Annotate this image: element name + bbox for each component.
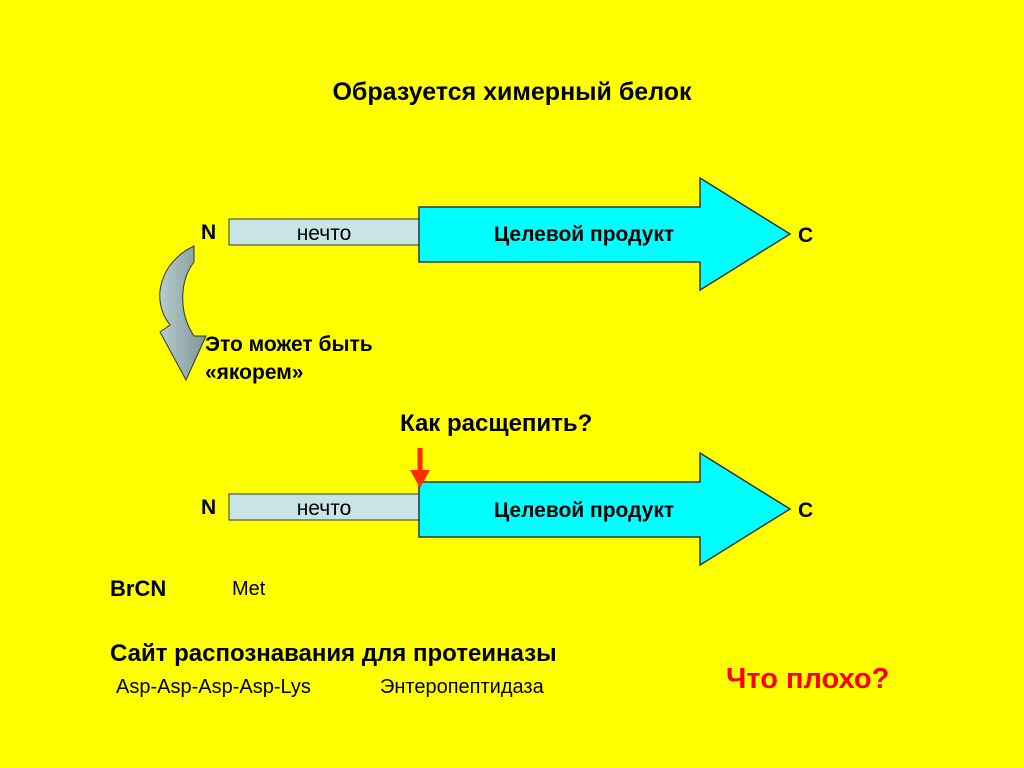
fusion-segment-2 [228,493,420,521]
curved-down-arrow-icon [159,245,207,382]
anchor-note: Это может быть «якорем» [205,333,373,384]
brcn-reagent: BrCN [110,576,167,601]
n-terminus-label-1: N [201,221,217,244]
segment-label-2: нечто [296,497,352,520]
problem-question: Что плохо? [726,663,890,695]
down-arrow-icon [410,448,430,488]
target-product-arrow-2 [418,451,792,567]
c-terminus-label-1: C [798,224,814,247]
fusion-segment-1 [228,218,420,246]
slide-title: Образуется химерный белок [332,78,692,106]
brcn-target: Met [232,578,266,600]
n-terminus-label-2: N [201,496,217,519]
protease-site-heading: Сайт распознавания для протеиназы [110,640,557,667]
target-product-label-1: Целевой продукт [493,223,675,246]
protease-sequence: Asp-Asp-Asp-Asp-Lys [116,676,311,698]
target-product-label-2: Целевой продукт [493,499,675,522]
target-product-arrow-1 [418,176,792,292]
c-terminus-label-2: C [798,499,814,522]
segment-label-1: нечто [296,222,352,245]
protease-enzyme: Энтеропептидаза [380,676,544,698]
cleavage-question: Как расщепить? [400,410,593,437]
